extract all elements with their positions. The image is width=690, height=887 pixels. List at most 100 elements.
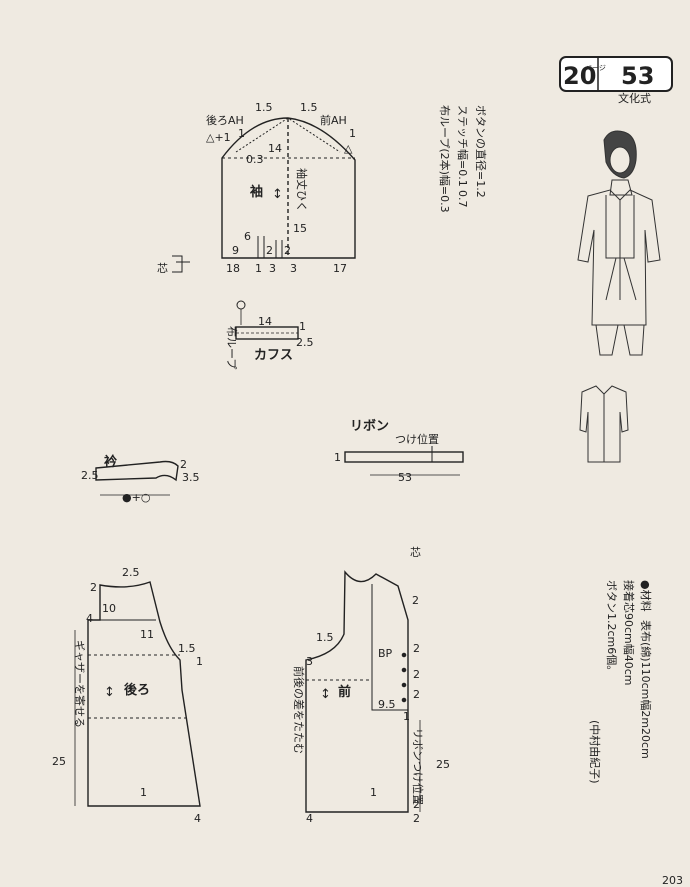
- back-gather: ギャザーを寄せる: [73, 640, 87, 728]
- sleeve-dim-1c: 1: [255, 262, 262, 275]
- materials-list: ●材料 表布(綿)110cm幅2m20cm 接着芯90cm幅40cm ボタン1.…: [588, 580, 653, 784]
- sleeve-back-ah: 後ろAH: [206, 113, 244, 127]
- collar-pattern: [95, 460, 179, 496]
- back-dim-4a: 4: [86, 612, 93, 625]
- front-dim-95: 9.5: [378, 698, 396, 711]
- front-bodice-pattern: [305, 570, 421, 813]
- collar-dim-25: 2.5: [81, 469, 99, 482]
- cuff-dim-25: 2.5: [296, 336, 314, 349]
- back-grain-arrow: ↕: [104, 685, 115, 700]
- back-name: 後ろ: [124, 682, 150, 698]
- sleeve-grain-arrow: ↕: [272, 187, 283, 202]
- note-stitch-2: 0.7: [456, 190, 469, 208]
- back-bodice-labels: 2.5 2 10 11 1.5 1 4 4 25 1 ↕ 後ろ ギャザーを寄せる: [52, 566, 203, 825]
- front-dim-15: 1.5: [316, 631, 334, 644]
- back-dim-1b: 1: [140, 786, 147, 799]
- sleeve-dim-9: 9: [232, 244, 239, 257]
- sleeve-front-ah: 前AH: [320, 113, 347, 127]
- collar-dim-35: 3.5: [182, 471, 200, 484]
- cuff-loop: 布ループ: [225, 326, 238, 369]
- note-loop: 布ループ(2本)幅=0.3: [438, 105, 452, 213]
- front-dim-2b: 2: [413, 642, 420, 655]
- back-bodice-pattern: [74, 581, 201, 807]
- page-number: 203: [662, 874, 683, 887]
- sleeve-grain-label: 袖丈ひく: [295, 168, 309, 212]
- sleeve-dim-15a: 1.5: [255, 101, 273, 114]
- back-dim-1: 1: [196, 655, 203, 668]
- front-dim-2c: 2: [413, 668, 420, 681]
- front-interfacing: 芯: [410, 545, 421, 559]
- front-dim-1b: 1: [370, 786, 377, 799]
- cuff-name: カフス: [254, 348, 293, 363]
- ribbon-dim-53: 53: [398, 471, 412, 484]
- sleeve-dim-15b: 1.5: [300, 101, 318, 114]
- sleeve-dim-tri2: △: [344, 142, 353, 155]
- sewing-notes: ボタンの直径=1.2 ステッチ幅=0.1 0.7 布ループ(2本)幅=0.3: [438, 105, 488, 213]
- sleeve-dim-1a: 1: [238, 127, 245, 140]
- back-dim-2: 2: [90, 581, 97, 594]
- sleeve-dim-2b: 2: [284, 244, 291, 257]
- sleeve-dim-03: 0.3: [246, 153, 264, 166]
- front-name: 前: [338, 684, 351, 700]
- back-dim-25: 2.5: [122, 566, 140, 579]
- sleeve-dim-1b: 1: [349, 127, 356, 140]
- ribbon-labels: リボン つけ位置 1 53: [334, 418, 439, 484]
- materials-fabric: 表布(綿)110cm幅2m20cm: [639, 620, 653, 759]
- ribbon-dim-1: 1: [334, 451, 341, 464]
- sleeve-dim-tri: △+1: [206, 131, 231, 144]
- front-tuck: 前後の差をたたむ: [292, 666, 306, 754]
- cuff-labels: 14 2.5 1 布ループ カフス: [225, 315, 314, 369]
- sleeve-dim-17: 17: [333, 262, 347, 275]
- sleeve-dim-14: 14: [268, 142, 282, 155]
- collar-name: 衿: [104, 454, 117, 470]
- cuff-dim-14: 14: [258, 315, 272, 328]
- cuff-pattern: [235, 300, 299, 340]
- sleeve-dim-2a: 2: [266, 244, 273, 257]
- back-dim-11: 11: [140, 628, 154, 641]
- front-dim-1: 1: [403, 710, 410, 723]
- back-dim-4b: 4: [194, 812, 201, 825]
- sleeve-dim-15: 15: [293, 222, 307, 235]
- flat-sketch: [579, 385, 629, 463]
- note-stitch: ステッチ幅=0.1: [456, 105, 469, 187]
- front-ribbon-pos: リボンつけ位置: [411, 728, 425, 805]
- ribbon-position: つけ位置: [395, 432, 439, 446]
- ribbon-name: リボン: [350, 418, 389, 434]
- materials-title: ●材料: [639, 580, 653, 612]
- back-dim-25b: 25: [52, 755, 66, 768]
- back-dim-10: 10: [102, 602, 116, 615]
- chapter-number: 20: [563, 62, 596, 90]
- sleeve-name: 袖: [250, 184, 263, 200]
- collar-labels: 衿 2.5 2 3.5 ●+○: [81, 454, 200, 504]
- front-dim-4: 4: [306, 812, 313, 825]
- front-dim-25: 25: [436, 758, 450, 771]
- front-dim-2a: 2: [412, 594, 419, 607]
- front-dim-2f: 2: [413, 812, 420, 825]
- model-illustration: [577, 130, 661, 356]
- collar-formula: ●+○: [122, 491, 150, 504]
- materials-designer: (中村由紀子): [588, 720, 602, 784]
- note-button: ボタンの直径=1.2: [474, 105, 488, 198]
- front-dim-2d: 2: [413, 688, 420, 701]
- pages-label: ページ: [585, 64, 606, 72]
- pattern-number: 53: [621, 62, 654, 90]
- front-dim-3: 3: [306, 655, 313, 668]
- front-dim-2e: 2: [413, 798, 420, 811]
- front-grain-arrow: ↕: [320, 687, 331, 702]
- sleeve-labels: 後ろAH 前AH 1.5 1.5 1 1 △+1 △ 0.3 14 袖 ↕ 袖丈…: [157, 101, 356, 275]
- sleeve-dim-18: 18: [226, 262, 240, 275]
- publisher-label: 文化式: [618, 91, 651, 105]
- sleeve-dim-3a: 3: [269, 262, 276, 275]
- sleeve-pattern: [172, 117, 356, 273]
- front-bodice-labels: 1.5 3 2 2 2 2 9.5 1 2 25 4 1 2 BP ↕ 前 前後…: [292, 545, 450, 825]
- sleeve-dim-3b: 3: [290, 262, 297, 275]
- collar-dim-2: 2: [180, 458, 187, 471]
- sleeve-dim-6: 6: [244, 230, 251, 243]
- cuff-dim-1: 1: [299, 320, 306, 333]
- front-bp: BP: [378, 647, 393, 660]
- sleeve-interfacing: 芯: [157, 261, 168, 275]
- ribbon-pattern: [344, 446, 464, 476]
- back-dim-15: 1.5: [178, 642, 196, 655]
- materials-interfacing: 接着芯90cm幅40cm: [622, 580, 636, 686]
